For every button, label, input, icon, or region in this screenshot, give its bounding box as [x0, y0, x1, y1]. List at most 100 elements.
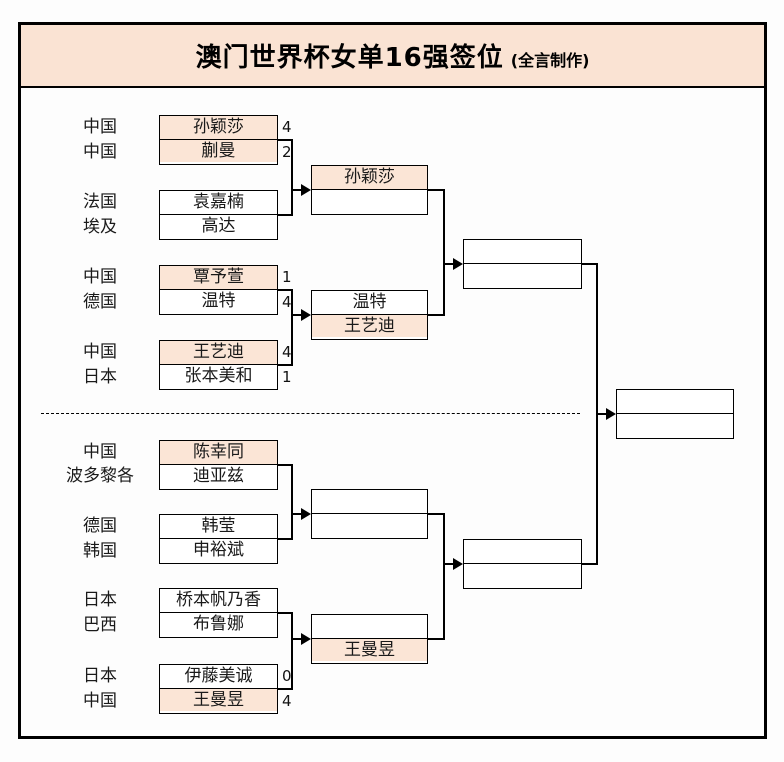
- score-label: 0: [282, 667, 292, 685]
- country-label: 德国: [83, 516, 117, 536]
- player-cell: 孙颖莎: [312, 166, 427, 189]
- outer-frame: [18, 22, 767, 739]
- r16-match-box-5: 陈幸同 迪亚兹: [159, 440, 278, 490]
- player-cell: [312, 615, 427, 638]
- player-cell: [617, 412, 733, 437]
- player-cell: [464, 240, 581, 263]
- connector-line: [443, 189, 445, 316]
- connector-line: [443, 563, 455, 565]
- connector-line: [277, 139, 293, 141]
- r16-match-box-1: 孙颖莎 蒯曼: [159, 115, 278, 165]
- r16-match-box-2: 袁嘉楠 高达: [159, 190, 278, 240]
- score-label: 1: [282, 368, 292, 386]
- arrow-right-icon: [606, 408, 616, 420]
- page-title: 澳门世界杯女单16强签位: [195, 43, 504, 73]
- r16-match-box-8: 伊藤美诚 王曼昱: [159, 664, 278, 714]
- connector-line: [580, 263, 598, 265]
- country-label: 日本: [83, 666, 117, 686]
- player-cell: [464, 562, 581, 587]
- connector-line: [277, 364, 293, 366]
- title-bar: 澳门世界杯女单16强签位 (全言制作): [21, 25, 764, 88]
- connector-line: [277, 612, 293, 614]
- player-cell: 王艺迪: [160, 341, 277, 364]
- connector-line: [277, 214, 293, 216]
- player-cell: 韩莹: [201, 516, 236, 536]
- player-cell: 王艺迪: [312, 313, 427, 337]
- country-label: 中国: [83, 691, 117, 711]
- title-credit: (全言制作): [510, 50, 590, 70]
- country-label: 中国: [83, 342, 117, 362]
- arrow-right-icon: [301, 184, 311, 196]
- player-cell: [617, 390, 733, 413]
- player-cell: 陈幸同: [160, 441, 277, 464]
- arrow-right-icon: [453, 258, 463, 270]
- player-cell: 覃予萱: [160, 266, 277, 289]
- player-cell: [464, 262, 581, 287]
- r16-match-box-3: 覃予萱 温特: [159, 265, 278, 315]
- score-label: 4: [282, 293, 292, 311]
- player-cell: [312, 512, 427, 537]
- score-label: 1: [282, 268, 292, 286]
- connector-line: [291, 289, 293, 366]
- arrow-right-icon: [453, 558, 463, 570]
- player-cell: 袁嘉楠: [193, 192, 244, 212]
- arrow-right-icon: [301, 309, 311, 321]
- score-label: 4: [282, 343, 292, 361]
- player-cell: 申裕斌: [160, 537, 277, 562]
- player-cell: 布鲁娜: [160, 611, 277, 636]
- country-label: 巴西: [83, 615, 117, 635]
- r8-box-2: 温特 王艺迪: [311, 290, 428, 340]
- arrow-right-icon: [301, 633, 311, 645]
- connector-line: [291, 638, 303, 640]
- player-cell: 张本美和: [160, 363, 277, 388]
- country-label: 中国: [83, 267, 117, 287]
- connector-line: [291, 612, 293, 690]
- r8-box-4: 王曼昱: [311, 614, 428, 664]
- final-box: [616, 389, 734, 439]
- connector-line: [426, 314, 445, 316]
- r16-match-box-6: 韩莹 申裕斌: [159, 514, 278, 564]
- connector-line: [277, 289, 293, 291]
- r16-match-box-7: 桥本帆乃香 布鲁娜: [159, 588, 278, 638]
- semifinal-box-2: [463, 539, 582, 589]
- r16-match-box-4: 王艺迪 张本美和: [159, 340, 278, 390]
- country-label: 中国: [83, 442, 117, 462]
- player-cell: 桥本帆乃香: [176, 590, 261, 610]
- player-cell: [464, 540, 581, 563]
- connector-line: [277, 538, 293, 540]
- semifinal-box-1: [463, 239, 582, 289]
- player-cell: 伊藤美诚: [184, 666, 253, 686]
- half-divider-dashed-line: [41, 413, 580, 414]
- country-label: 埃及: [83, 217, 117, 237]
- player-cell: 王曼昱: [312, 637, 427, 661]
- connector-line: [277, 464, 293, 466]
- score-label: 2: [282, 143, 292, 161]
- country-label: 日本: [83, 367, 117, 387]
- player-cell: [312, 490, 427, 513]
- connector-line: [291, 139, 293, 216]
- country-label: 日本: [83, 590, 117, 610]
- player-cell: [312, 188, 427, 213]
- country-label: 中国: [83, 142, 117, 162]
- player-cell: 迪亚兹: [160, 463, 277, 488]
- country-label: 法国: [83, 192, 117, 212]
- player-cell: 温特: [160, 288, 277, 313]
- r8-box-3: [311, 489, 428, 539]
- country-label: 韩国: [83, 541, 117, 561]
- player-cell: 温特: [352, 292, 387, 312]
- country-label: 波多黎各: [66, 466, 134, 486]
- player-cell: 高达: [160, 213, 277, 238]
- connector-line: [596, 413, 608, 415]
- player-cell: 蒯曼: [160, 138, 277, 162]
- r8-box-1: 孙颖莎: [311, 165, 428, 215]
- connector-line: [426, 189, 445, 191]
- player-cell: 孙颖莎: [160, 116, 277, 139]
- connector-line: [291, 314, 303, 316]
- connector-line: [426, 638, 445, 640]
- country-label: 中国: [83, 117, 117, 137]
- connector-line: [426, 513, 445, 515]
- country-label: 德国: [83, 292, 117, 312]
- connector-line: [291, 189, 303, 191]
- connector-line: [291, 464, 293, 540]
- arrow-right-icon: [301, 508, 311, 520]
